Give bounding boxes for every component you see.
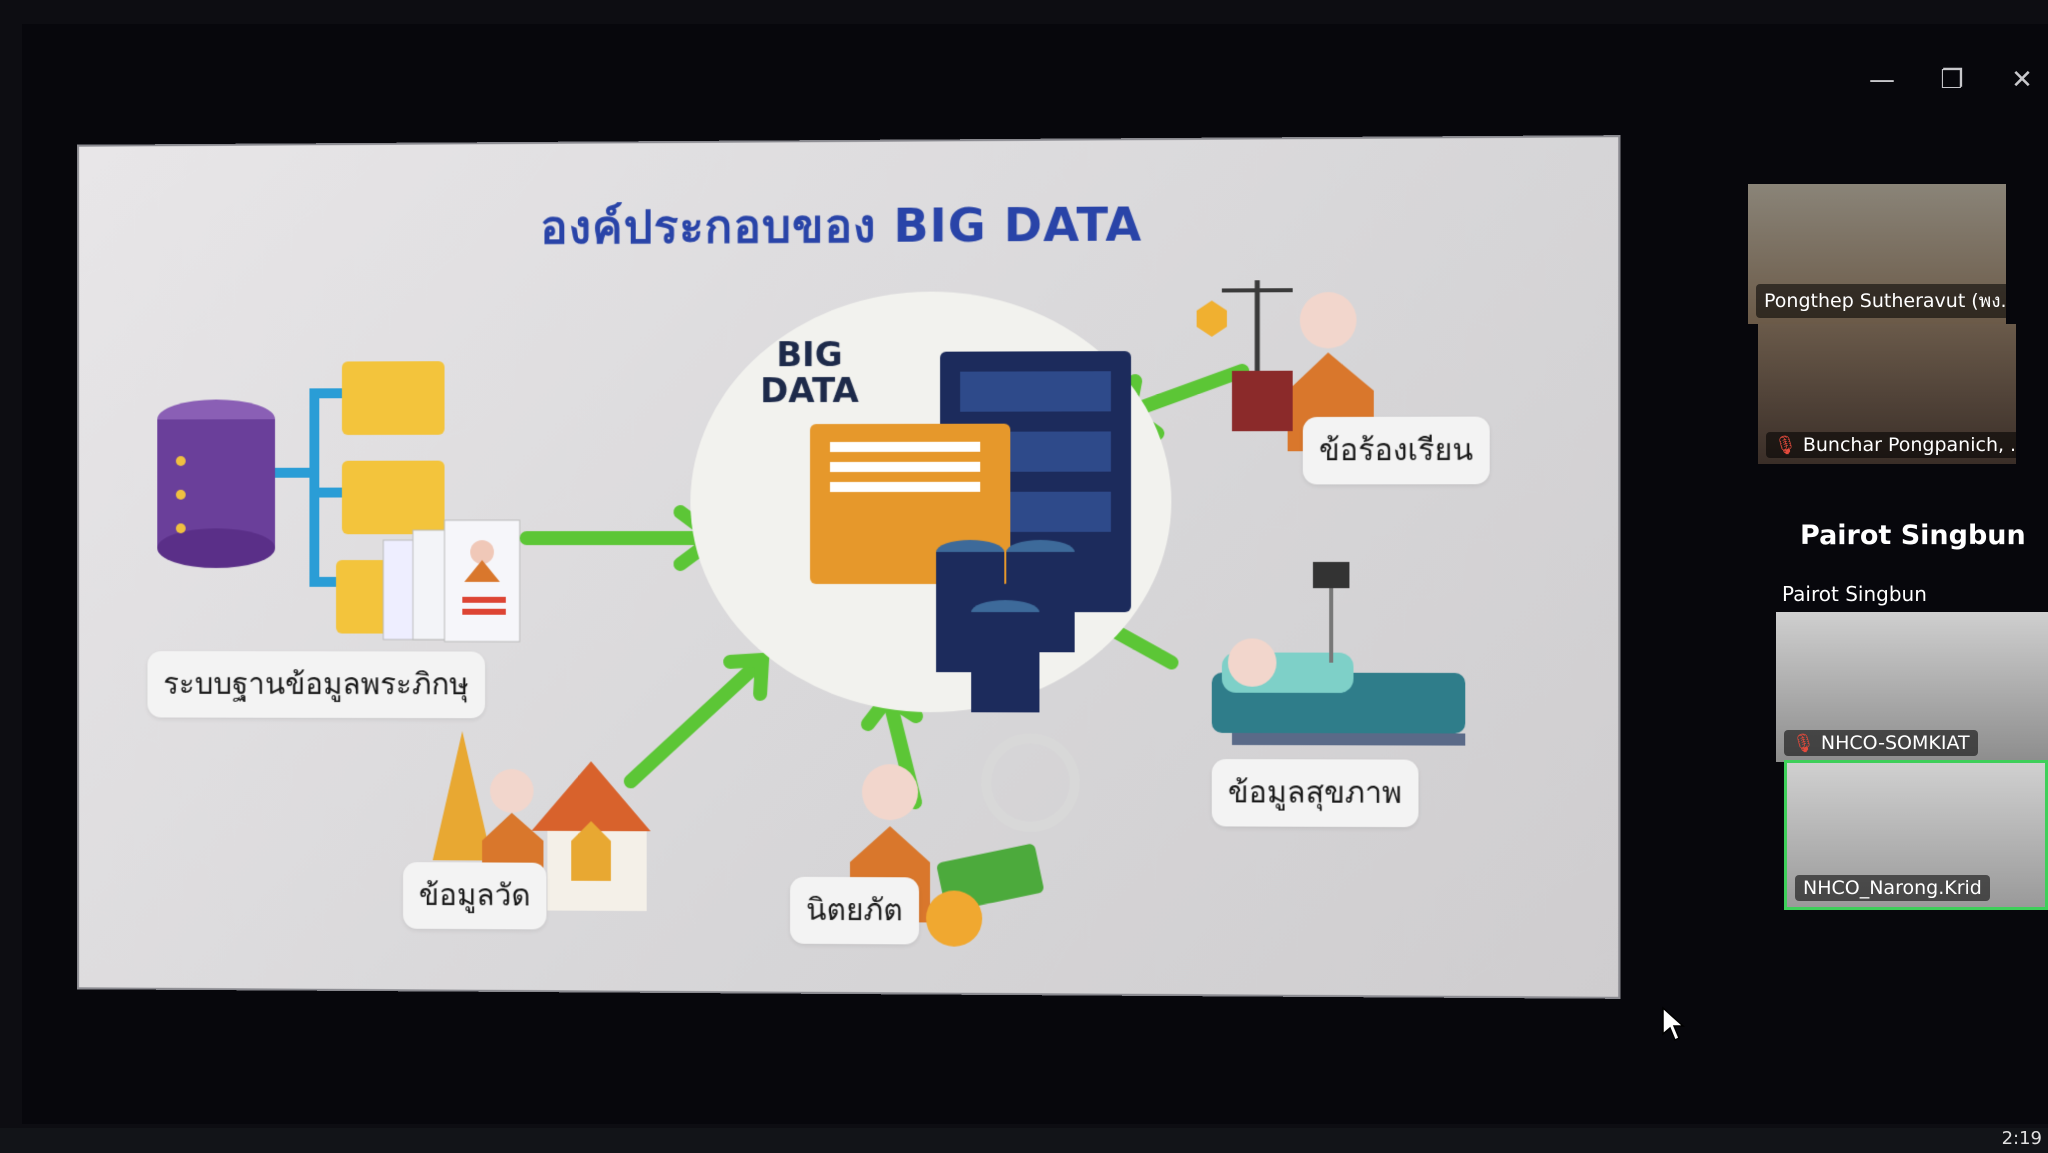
monk-cards-icon (383, 520, 519, 641)
active-speaker-title: Pairot Singbun (1800, 520, 2026, 551)
participant-name-muted: 🎙Bunchar Pongpanich, ... (1766, 432, 2016, 458)
taskbar: 2:19 (0, 1128, 2048, 1153)
label-complaints: ข้อร้องเรียน (1302, 416, 1490, 485)
active-speaker-subtitle: Pairot Singbun (1782, 582, 1927, 606)
participant-video[interactable]: Pongthep Sutheravut (พง... (1748, 184, 2006, 324)
close-button[interactable]: ✕ (2011, 65, 2033, 95)
hospital-bed-icon (1211, 561, 1466, 746)
minimize-button[interactable]: — (1869, 65, 1895, 95)
muted-mic-icon: 🎙 (1774, 435, 1797, 456)
taskbar-clock: 2:19 (2001, 1128, 2042, 1149)
restore-button[interactable]: ❐ (1940, 65, 1964, 95)
muted-mic-icon: 🎙 (1792, 733, 1815, 754)
mouse-cursor-icon (1662, 1006, 1685, 1042)
participant-name: Bunchar Pongpanich, ... (1802, 434, 2016, 456)
slide-illustration (157, 137, 1466, 947)
big-data-icon (690, 290, 1172, 713)
participant-name: NHCO-SOMKIAT (1820, 732, 1970, 754)
shared-slide: องค์ประกอบของ BIG DATA (78, 137, 1619, 997)
participant-video[interactable]: 🎙NHCO-SOMKIAT (1776, 612, 2048, 762)
label-health-data: ข้อมูลสุขภาพ (1211, 759, 1419, 828)
database-icon (157, 399, 276, 568)
label-monk-database: ระบบฐานข้อมูลพระภิกษุ (147, 651, 485, 719)
participant-name-muted: 🎙NHCO-SOMKIAT (1784, 730, 1978, 756)
participant-name: Pongthep Sutheravut (พง... (1756, 284, 2006, 318)
label-temple-data: ข้อมูลวัด (403, 862, 547, 930)
label-stipend: นิตยภัต (790, 876, 919, 945)
participant-name: NHCO_Narong.Krid (1795, 875, 1990, 901)
participant-video-active[interactable]: NHCO_Narong.Krid (1784, 760, 2048, 910)
participant-video[interactable]: 🎙Bunchar Pongpanich, ... (1758, 324, 2016, 464)
